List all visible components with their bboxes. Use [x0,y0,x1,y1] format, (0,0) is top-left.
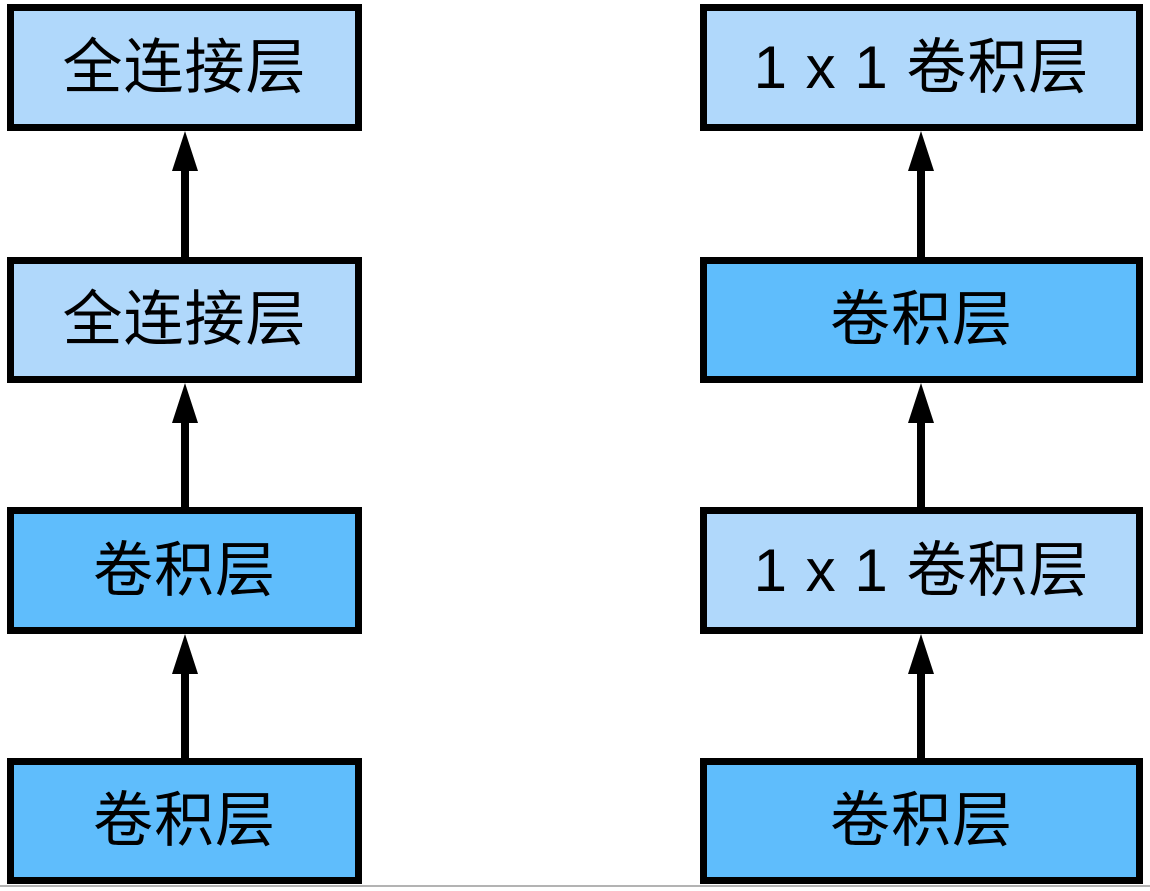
arrow-up-icon [165,634,205,758]
arrow-stem [181,159,189,257]
arrow-stem [917,662,925,758]
arrow-up-icon [165,131,205,257]
arrow-stem [917,411,925,507]
arrow-up-icon [901,634,941,758]
layer-box-left-1: 全连接层 [7,4,362,131]
arrow-stem [181,411,189,507]
layer-box-left-2: 全连接层 [7,257,362,383]
arrow-up-icon [901,383,941,507]
arrow-stem [917,159,925,257]
layer-box-left-4: 卷积层 [7,758,362,884]
layer-box-right-1: 1 x 1 卷积层 [700,4,1143,131]
arrow-up-icon [165,383,205,507]
layer-box-right-4: 卷积层 [700,758,1143,884]
layer-box-right-3: 1 x 1 卷积层 [700,507,1143,634]
arrow-up-icon [901,131,941,257]
bottom-separator-line [0,885,1150,887]
layer-box-left-3: 卷积层 [7,507,362,634]
arrow-stem [181,662,189,758]
layer-box-right-2: 卷积层 [700,257,1143,383]
